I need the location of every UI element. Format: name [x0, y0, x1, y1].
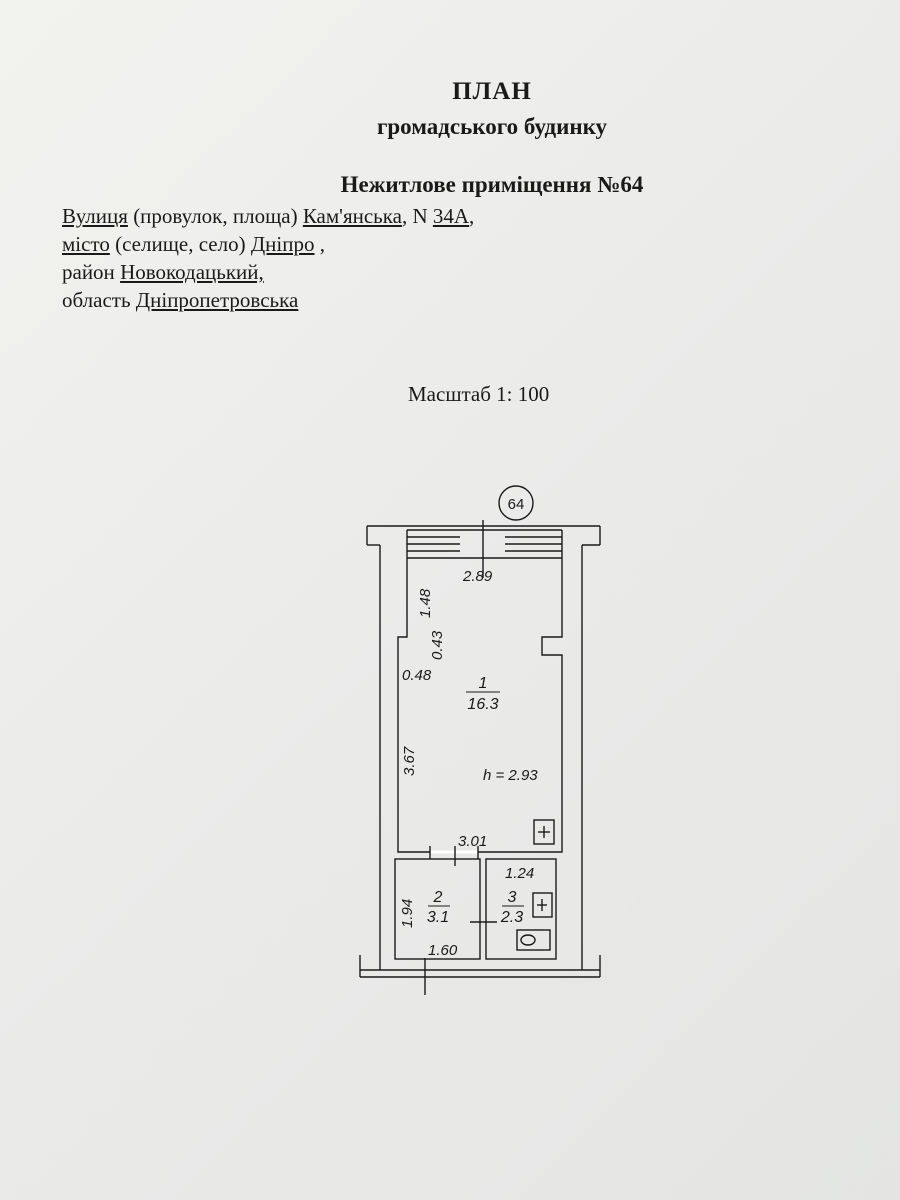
- dim-room1-width: 3.01: [458, 833, 487, 850]
- address-street: Вулиця (провулок, площа) Кам'янська, N 3…: [62, 204, 474, 228]
- dim-upper-left: 1.48: [417, 588, 434, 618]
- document-subtitle: громадського будинку: [376, 114, 608, 139]
- street-sep: , N: [401, 204, 433, 228]
- dim-room3-width: 1.24: [505, 865, 534, 882]
- sink-icon: [533, 819, 555, 845]
- washbasin-icon: [532, 892, 553, 918]
- house-value: 34А: [432, 204, 470, 228]
- dim-room2-height: 1.94: [399, 899, 416, 928]
- dim-niche-depth: 0.43: [429, 630, 446, 660]
- district-value: Новокодацький,: [120, 260, 264, 284]
- plan-walls: [359, 485, 601, 995]
- room-3-outline: [485, 858, 557, 960]
- room-3-number: 3: [508, 889, 517, 906]
- city-tail: ,: [314, 232, 325, 256]
- unit-number: 64: [508, 496, 525, 513]
- document-title: ПЛАН: [452, 78, 532, 105]
- city-value: Дніпро: [250, 232, 315, 256]
- scale-label: Масштаб 1: 100: [408, 382, 550, 406]
- room-2-number: 2: [433, 889, 443, 906]
- toilet-icon: [516, 929, 551, 951]
- region-value: Дніпропетровська: [135, 288, 299, 312]
- room-2-area: 3.1: [427, 909, 449, 926]
- street-label-rest: (провулок, площа): [127, 204, 303, 228]
- city-label-rest: (селище, село): [109, 232, 251, 256]
- unit-number-circle: [498, 485, 534, 521]
- house-tail: ,: [469, 204, 475, 228]
- room-1-number: 1: [479, 675, 488, 692]
- dim-room2-width: 1.60: [428, 942, 458, 959]
- dim-top-width: 2.89: [462, 568, 493, 585]
- room-2-outline: [394, 858, 481, 960]
- object-name: Нежитлове приміщення №64: [340, 172, 644, 197]
- room-3-area: 2.3: [500, 909, 523, 926]
- room-1-area: 16.3: [467, 696, 498, 713]
- city-label: місто: [62, 232, 110, 256]
- dim-niche-width: 0.48: [402, 667, 432, 684]
- street-value: Кам'янська: [302, 204, 402, 228]
- address-city: місто (селище, село) Дніпро ,: [62, 232, 325, 256]
- address-region: область Дніпропетровська: [62, 288, 298, 312]
- ceiling-height: h = 2.93: [483, 767, 538, 784]
- dim-room1-height: 3.67: [401, 746, 418, 776]
- room-1-outline: [397, 558, 563, 853]
- district-label: район: [62, 260, 121, 284]
- address-district: район Новокодацький,: [62, 260, 264, 284]
- street-label: Вулиця: [62, 204, 128, 228]
- region-label: область: [62, 288, 136, 312]
